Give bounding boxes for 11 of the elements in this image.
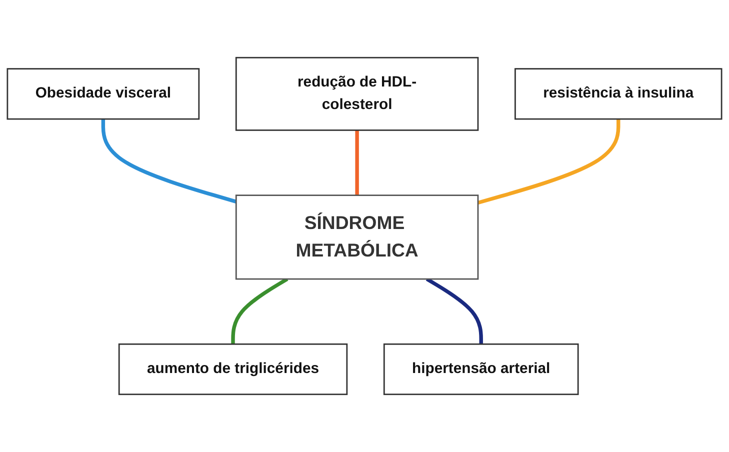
- node-box: resistência à insulina: [514, 68, 722, 120]
- connector: [477, 119, 620, 205]
- node-box: redução de HDL-colesterol: [235, 56, 479, 131]
- node-box: hipertensão arterial: [383, 343, 579, 396]
- node-box: Obesidade visceral: [6, 68, 200, 120]
- node-box: SÍNDROME METABÓLICA: [235, 194, 479, 280]
- connector: [355, 130, 359, 196]
- connector: [426, 277, 483, 344]
- connector: [231, 277, 288, 344]
- node-box: aumento de triglicérides: [118, 343, 348, 396]
- connector: [101, 119, 237, 204]
